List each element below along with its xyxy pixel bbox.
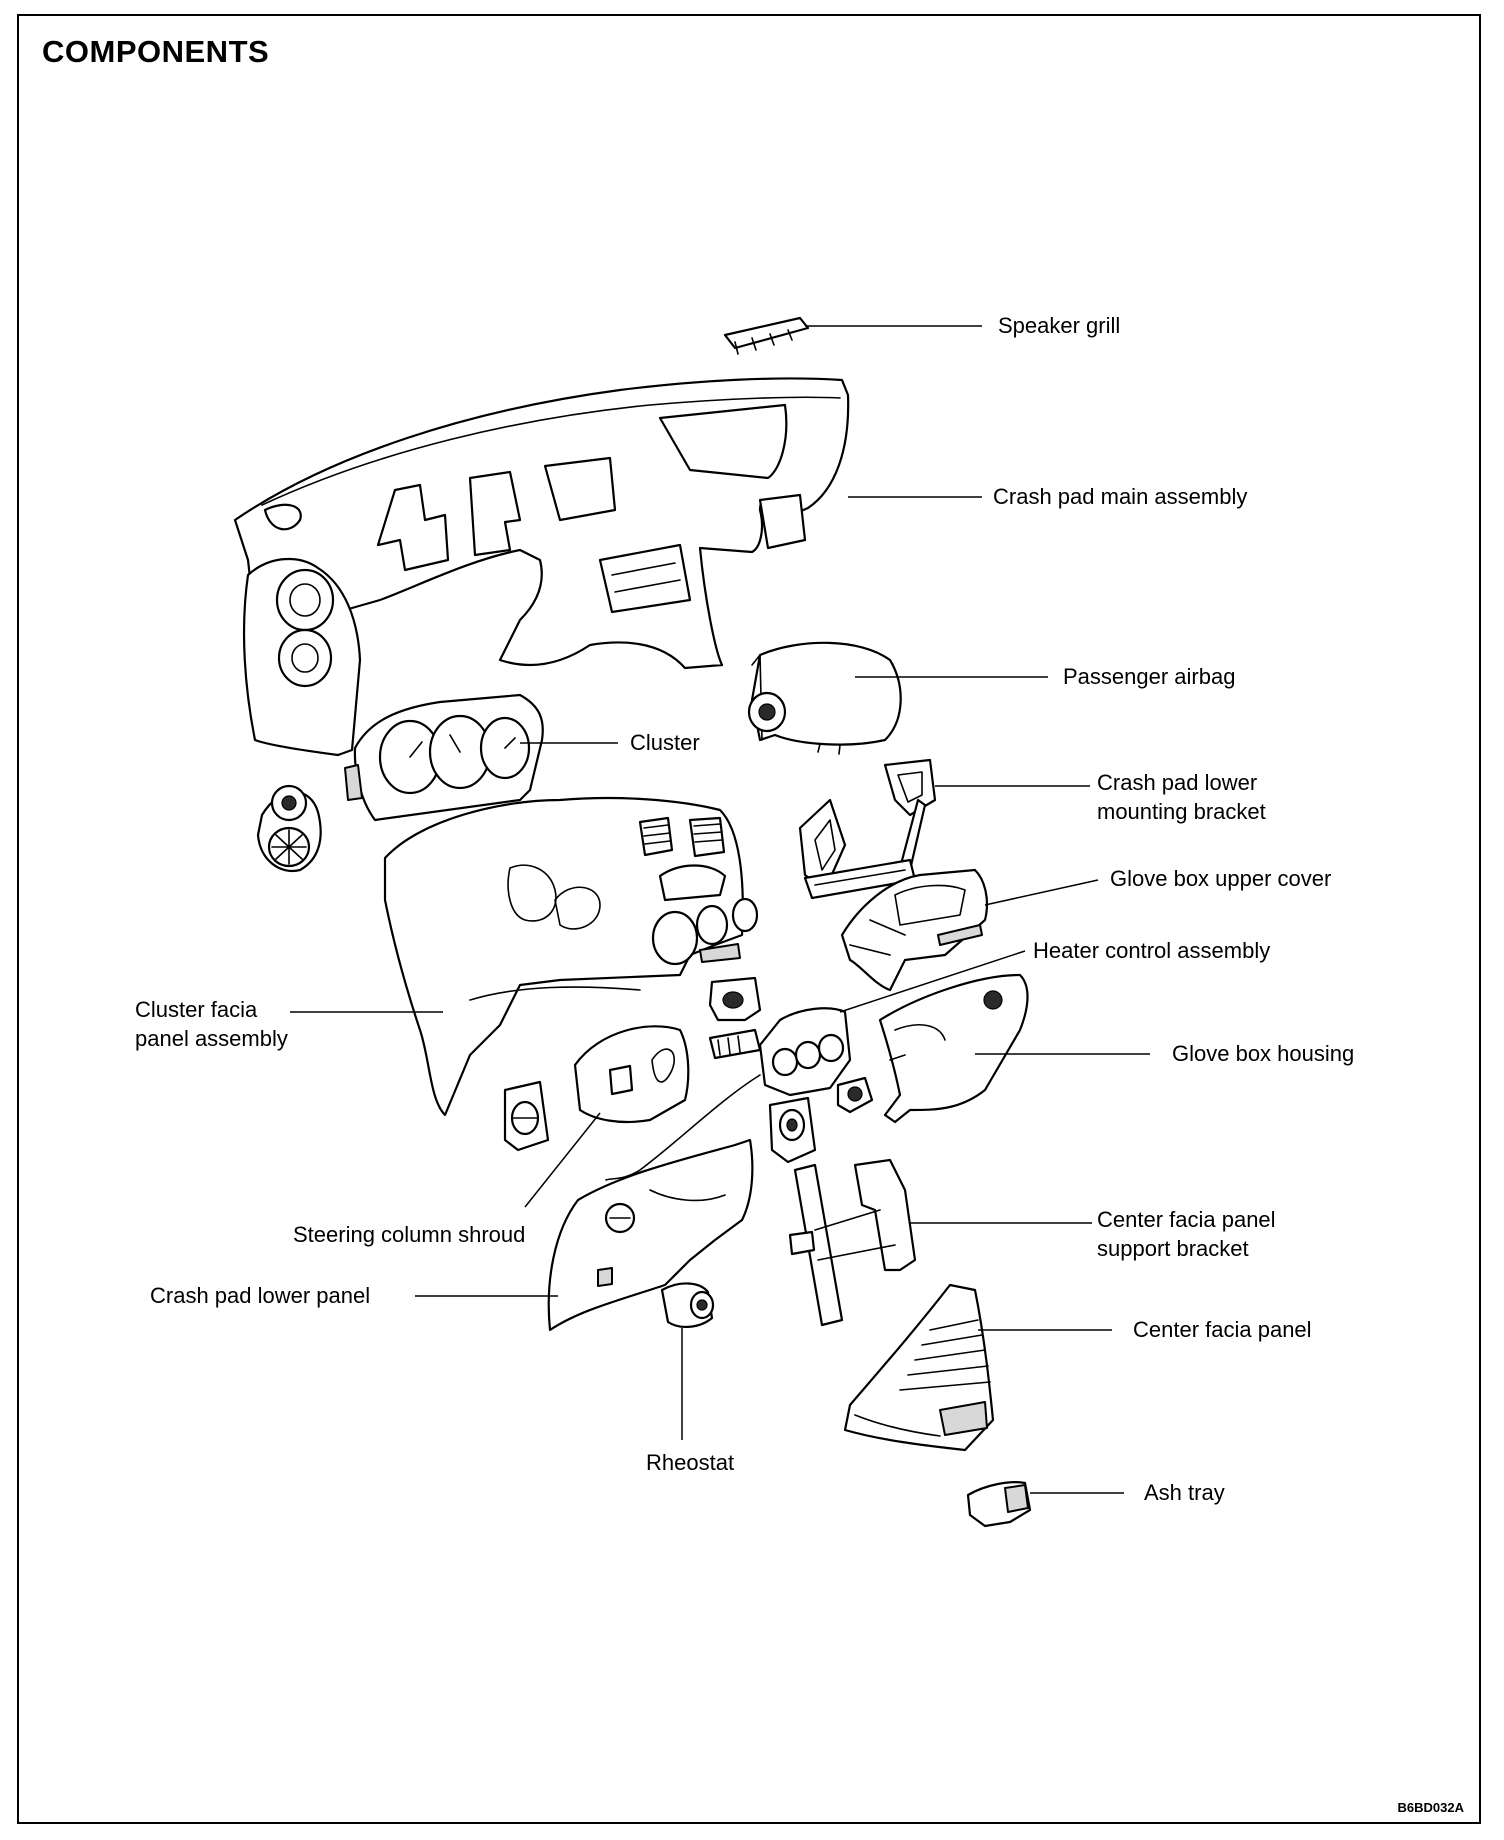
- label-cluster-facia-panel-assembly: Cluster facia panel assembly: [135, 997, 288, 1051]
- switch-part: [836, 1076, 874, 1114]
- label-line: Glove box housing: [1172, 1041, 1354, 1066]
- multifunction-switch-part: [768, 1096, 817, 1164]
- label-line: Passenger airbag: [1063, 664, 1235, 689]
- label-glove-box-housing: Glove box housing: [1172, 1041, 1354, 1066]
- label-center-facia-panel-support-bracket: Center facia panel support bracket: [1097, 1207, 1276, 1261]
- glove-box-housing-part: [878, 973, 1029, 1124]
- label-line: Ash tray: [1144, 1480, 1225, 1505]
- label-ash-tray: Ash tray: [1144, 1480, 1225, 1505]
- page-title: COMPONENTS: [42, 34, 270, 69]
- label-line: mounting bracket: [1097, 799, 1266, 824]
- label-line: Heater control assembly: [1033, 938, 1270, 963]
- label-line: Crash pad lower panel: [150, 1283, 370, 1308]
- label-rheostat: Rheostat: [646, 1450, 734, 1475]
- glove-box-upper-cover-part: [840, 868, 989, 992]
- label-crash-pad-main-assembly: Crash pad main assembly: [993, 484, 1247, 509]
- leader-glove-box-upper-cover: [984, 879, 1099, 906]
- leader-steering-column-shroud: [524, 1112, 601, 1208]
- crash-pad-lower-panel-part: [547, 1138, 754, 1332]
- label-glove-box-upper-cover: Glove box upper cover: [1110, 866, 1331, 891]
- label-steering-column-shroud: Steering column shroud: [293, 1222, 525, 1247]
- leader-lines: [290, 325, 1150, 1494]
- cluster-part: [344, 693, 544, 822]
- cluster-facia-panel-assembly-part: [383, 796, 759, 1117]
- center-facia-panel-part: [843, 1283, 995, 1452]
- side-vent-part: [256, 784, 322, 873]
- passenger-airbag-part: [747, 641, 902, 755]
- heater-control-assembly-part: [605, 1007, 852, 1181]
- label-line: Cluster: [630, 730, 700, 755]
- label-line: Glove box upper cover: [1110, 866, 1331, 891]
- label-line: support bracket: [1097, 1236, 1249, 1261]
- label-crash-pad-lower-panel: Crash pad lower panel: [150, 1283, 370, 1308]
- label-line: Crash pad main assembly: [993, 484, 1247, 509]
- center-facia-panel-support-bracket-part: [788, 1158, 917, 1327]
- leader-heater-control-assembly: [839, 950, 1026, 1013]
- label-line: panel assembly: [135, 1026, 288, 1051]
- figure-frame: [17, 14, 1481, 1824]
- label-passenger-airbag: Passenger airbag: [1063, 664, 1235, 689]
- label-line: Steering column shroud: [293, 1222, 525, 1247]
- crash-pad-lower-mounting-bracket-part: [798, 758, 937, 900]
- label-cluster: Cluster: [630, 730, 700, 755]
- label-line: Center facia panel: [1133, 1317, 1312, 1342]
- label-center-facia-panel: Center facia panel: [1133, 1317, 1312, 1342]
- callout-labels: Speaker grill Crash pad main assembly Pa…: [135, 313, 1354, 1505]
- small-module-part: [503, 1080, 550, 1152]
- label-heater-control-assembly: Heater control assembly: [1033, 938, 1270, 963]
- label-line: Crash pad lower: [1097, 770, 1257, 795]
- label-line: Rheostat: [646, 1450, 734, 1475]
- steering-column-shroud-part: [573, 1025, 690, 1124]
- speaker-grill-part: [723, 316, 810, 355]
- figure-code: B6BD032A: [1397, 1800, 1464, 1815]
- label-crash-pad-lower-mounting-bracket: Crash pad lower mounting bracket: [1097, 770, 1266, 824]
- label-line: Speaker grill: [998, 313, 1120, 338]
- ash-tray-part: [966, 1481, 1032, 1528]
- small-switch-part: [708, 976, 762, 1022]
- label-line: Cluster facia: [135, 997, 258, 1022]
- label-speaker-grill: Speaker grill: [998, 313, 1120, 338]
- rheostat-part: [660, 1282, 715, 1328]
- crash-pad-main-assembly-part: [233, 377, 850, 757]
- label-line: Center facia panel: [1097, 1207, 1276, 1232]
